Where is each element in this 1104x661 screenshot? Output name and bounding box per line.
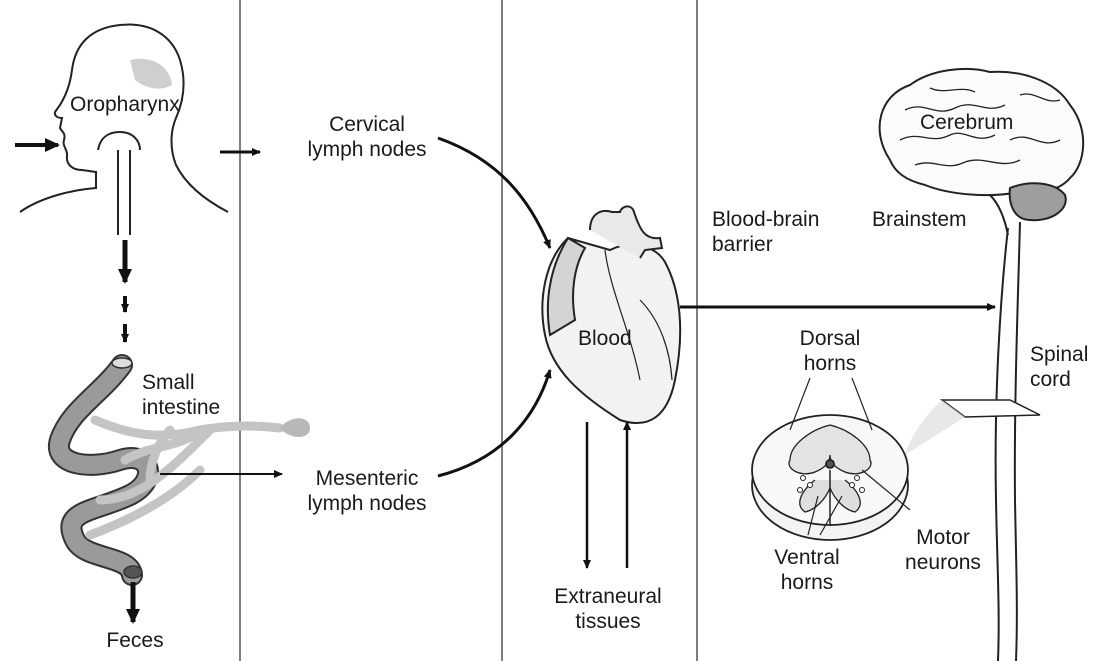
small-intestine-line-2: intestine <box>142 395 220 420</box>
small-intestine-line-1: Small <box>142 370 220 395</box>
ventral-horns-label: Ventral horns <box>752 545 862 595</box>
extraneural-tissues-label: Extraneural tissues <box>538 584 678 634</box>
spinal-cross-section-icon <box>752 415 908 540</box>
mesenteric-lymph-nodes-label: Mesenteric lymph nodes <box>282 466 452 516</box>
spinal-cord-label: Spinal cord <box>1030 342 1088 392</box>
bbb-line-2: barrier <box>712 232 819 257</box>
small-intestine-label: Small intestine <box>142 370 220 420</box>
extraneural-line-2: tissues <box>538 609 678 634</box>
blood-brain-barrier-label: Blood-brain barrier <box>712 207 819 257</box>
brainstem-label: Brainstem <box>872 207 967 232</box>
spinal-line-2: cord <box>1030 367 1088 392</box>
motor-neurons-label: Motor neurons <box>888 525 998 575</box>
dorsal-horns-label: Dorsal horns <box>775 326 885 376</box>
nasal-cavity-shading <box>130 59 172 89</box>
cervical-lymph-nodes-label: Cervical lymph nodes <box>272 112 462 162</box>
dorsal-line-1: Dorsal <box>775 326 885 351</box>
mesenteric-to-blood-arrow <box>438 370 550 476</box>
head-profile-icon <box>20 25 228 235</box>
mesenteric-line-1: Mesenteric <box>282 466 452 491</box>
spinal-cord-icon <box>996 222 1020 661</box>
spinal-line-1: Spinal <box>1030 342 1088 367</box>
motor-line-2: neurons <box>888 550 998 575</box>
heart-icon <box>542 206 680 423</box>
cervical-line-1: Cervical <box>272 112 462 137</box>
cerebrum-label: Cerebrum <box>920 110 1013 135</box>
extraneural-line-1: Extraneural <box>538 584 678 609</box>
dorsal-line-2: horns <box>775 351 885 376</box>
bbb-line-1: Blood-brain <box>712 207 819 232</box>
ventral-line-1: Ventral <box>752 545 862 570</box>
oropharynx-label: Oropharynx <box>70 92 180 117</box>
blood-label: Blood <box>578 326 632 351</box>
cervical-line-2: lymph nodes <box>272 137 462 162</box>
mesenteric-line-2: lymph nodes <box>282 491 452 516</box>
ventral-line-2: horns <box>752 570 862 595</box>
feces-label: Feces <box>100 628 170 653</box>
motor-line-1: Motor <box>888 525 998 550</box>
